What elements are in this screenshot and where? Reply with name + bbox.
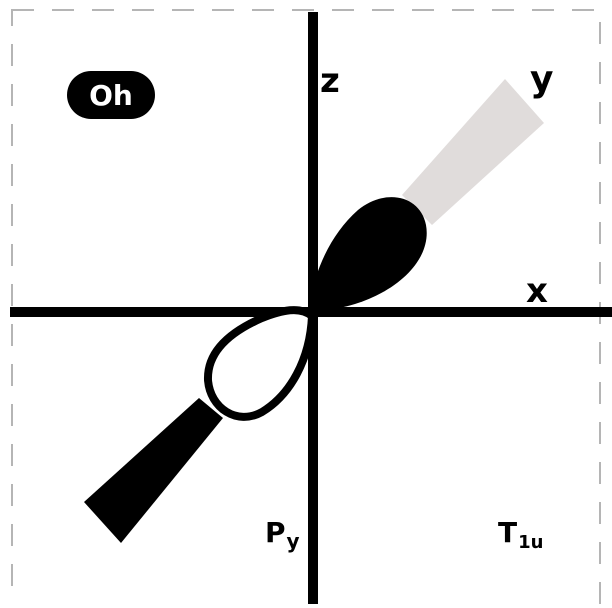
orbital-label: Py — [265, 519, 299, 547]
irrep-label-subscript: 1u — [518, 532, 543, 553]
y-axis-negative-wedge — [84, 398, 223, 543]
y-axis-label: y — [530, 62, 553, 98]
y-axis-positive-wedge — [402, 79, 544, 225]
z-axis-label: z — [320, 64, 340, 98]
orbital-label-subscript: y — [287, 529, 300, 553]
point-group-badge: Oh — [67, 71, 155, 119]
irrep-label-main: T — [498, 516, 517, 549]
orbital-positive-lobe — [309, 197, 427, 309]
orbital-label-main: P — [265, 516, 286, 549]
x-axis-label: x — [526, 274, 548, 308]
orbital-negative-lobe — [208, 310, 312, 417]
irrep-label: T1u — [498, 519, 542, 547]
point-group-label: Oh — [89, 79, 133, 112]
